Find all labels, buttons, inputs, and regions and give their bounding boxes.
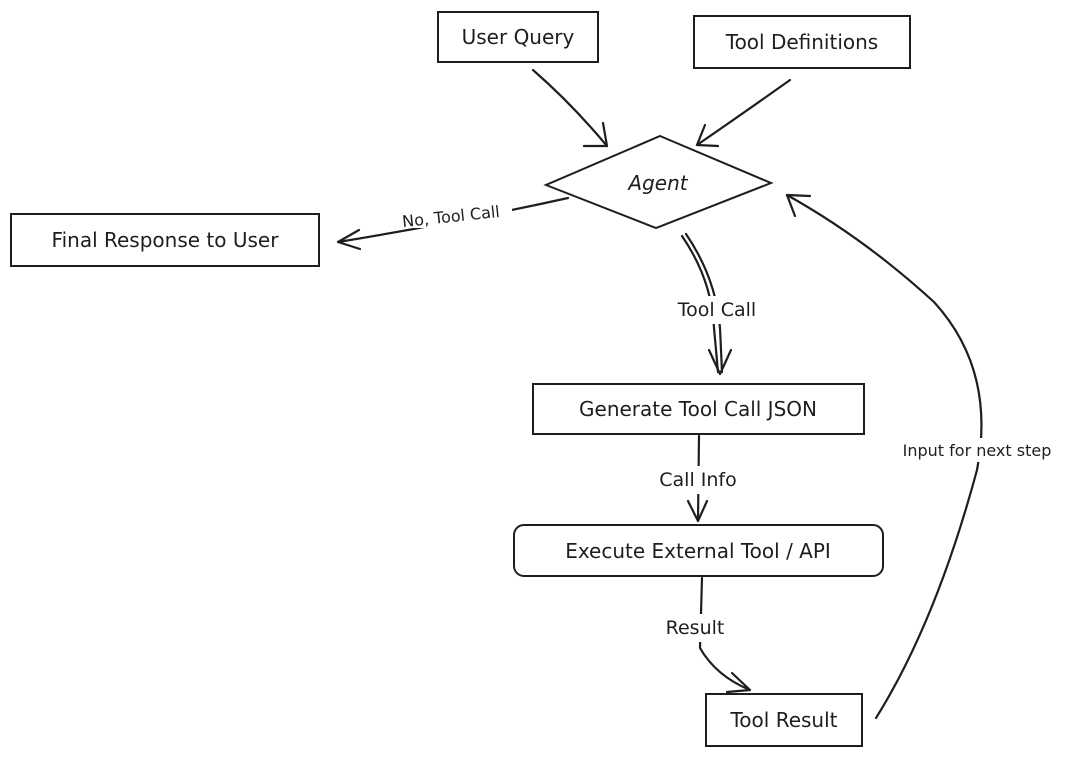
node-generate-json: Generate Tool Call JSON (532, 383, 865, 435)
edge-tool-definitions-to-agent (695, 78, 792, 147)
edge-execute-to-result (698, 576, 752, 692)
node-tool-definitions: Tool Definitions (693, 15, 911, 69)
edge-label-call-info: Call Info (659, 469, 736, 491)
node-final-response-label: Final Response to User (52, 228, 280, 252)
edge-user-query-to-agent (531, 68, 609, 148)
node-generate-json-label: Generate Tool Call JSON (579, 397, 817, 421)
edge-result-to-agent (785, 193, 983, 720)
node-agent: Agent (543, 134, 774, 230)
node-final-response: Final Response to User (10, 213, 320, 267)
node-user-query-label: User Query (462, 25, 575, 49)
arrowhead-final-response (336, 228, 362, 251)
node-user-query: User Query (437, 11, 599, 63)
node-execute-tool: Execute External Tool / API (513, 524, 884, 577)
arrowhead-generate-json (707, 348, 733, 376)
edge-label-input-next-step: Input for next step (903, 441, 1052, 460)
arrowhead-execute (686, 499, 709, 523)
edge-agent-to-generate-json-double (684, 232, 724, 374)
node-execute-tool-label: Execute External Tool / API (565, 539, 831, 563)
arrowhead-tool-definitions (695, 123, 720, 148)
node-tool-definitions-label: Tool Definitions (725, 30, 878, 54)
edge-label-result: Result (666, 617, 725, 639)
node-agent-label: Agent (626, 171, 688, 195)
edge-agent-to-generate-json (680, 234, 720, 374)
arrowhead-tool-result (725, 671, 752, 694)
node-tool-result: Tool Result (705, 693, 863, 747)
node-tool-result-label: Tool Result (729, 708, 837, 732)
arrowhead-user-query (582, 121, 609, 148)
edge-label-tool-call: Tool Call (677, 299, 756, 321)
arrowhead-agent-feedback (785, 193, 812, 218)
